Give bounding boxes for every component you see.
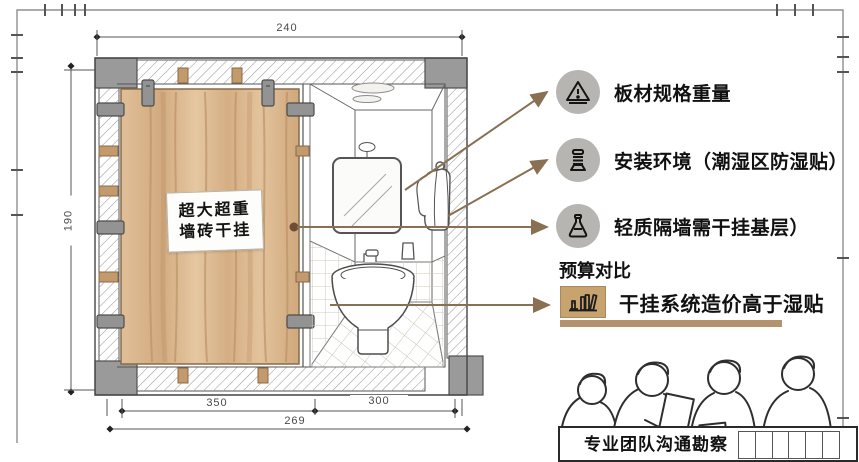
towel-hook — [416, 161, 451, 231]
mirror — [332, 142, 402, 234]
bathroom-interior — [309, 82, 451, 368]
budget-underline-bar — [560, 320, 782, 327]
cup — [401, 242, 415, 260]
battens — [98, 67, 310, 384]
leader-lines — [297, 90, 551, 313]
callout-budget-label: 干挂系统造价高于湿贴 — [619, 293, 824, 316]
dim-bottom-left: 350 — [188, 397, 246, 410]
callout-lightweight-wall-label: 轻质隔墙需干挂基层） — [614, 217, 810, 239]
callout-panel-specs: 板材规格重量 — [556, 70, 731, 114]
toilet — [331, 249, 415, 355]
dimension-lines — [64, 30, 471, 433]
dim-left-height: 190 — [62, 195, 76, 246]
sheet-border — [11, 4, 849, 443]
dim-top-width: 240 — [258, 22, 316, 35]
room-walls — [94, 57, 484, 396]
dim-bottom-right: 300 — [350, 395, 408, 408]
anchor-clips — [96, 79, 315, 329]
wood-panel — [96, 67, 315, 384]
caption-box: 专业团队沟通勘察 — [558, 426, 858, 462]
warning-triangle-icon — [556, 70, 600, 114]
callout-install-environment-label: 安装环境（潮湿区防湿贴） — [614, 151, 849, 173]
dim-bottom-total: 269 — [266, 415, 324, 428]
jack-stand-icon — [556, 138, 600, 182]
panel-note-line1: 超大超重 — [178, 200, 251, 220]
panel-note-line2: 墙砖干挂 — [179, 221, 252, 241]
ceiling-lights — [351, 82, 395, 103]
books-icon — [560, 286, 606, 318]
callout-lightweight-wall: 轻质隔墙需干挂基层） — [556, 204, 809, 248]
callout-budget: 干挂系统造价高于湿贴 — [560, 286, 824, 318]
flask-icon — [556, 204, 600, 248]
caption-text: 专业团队沟通勘察 — [584, 435, 728, 454]
budget-heading: 预算对比 — [559, 261, 631, 281]
panel-handle-dot — [289, 222, 299, 232]
caption-grid — [738, 431, 840, 459]
bathroom-elevation-drawing — [11, 4, 849, 443]
panel-note: 超大超重 墙砖干挂 — [165, 189, 265, 253]
callout-panel-specs-label: 板材规格重量 — [614, 83, 732, 105]
callout-install-environment: 安装环境（潮湿区防湿贴） — [556, 138, 848, 182]
